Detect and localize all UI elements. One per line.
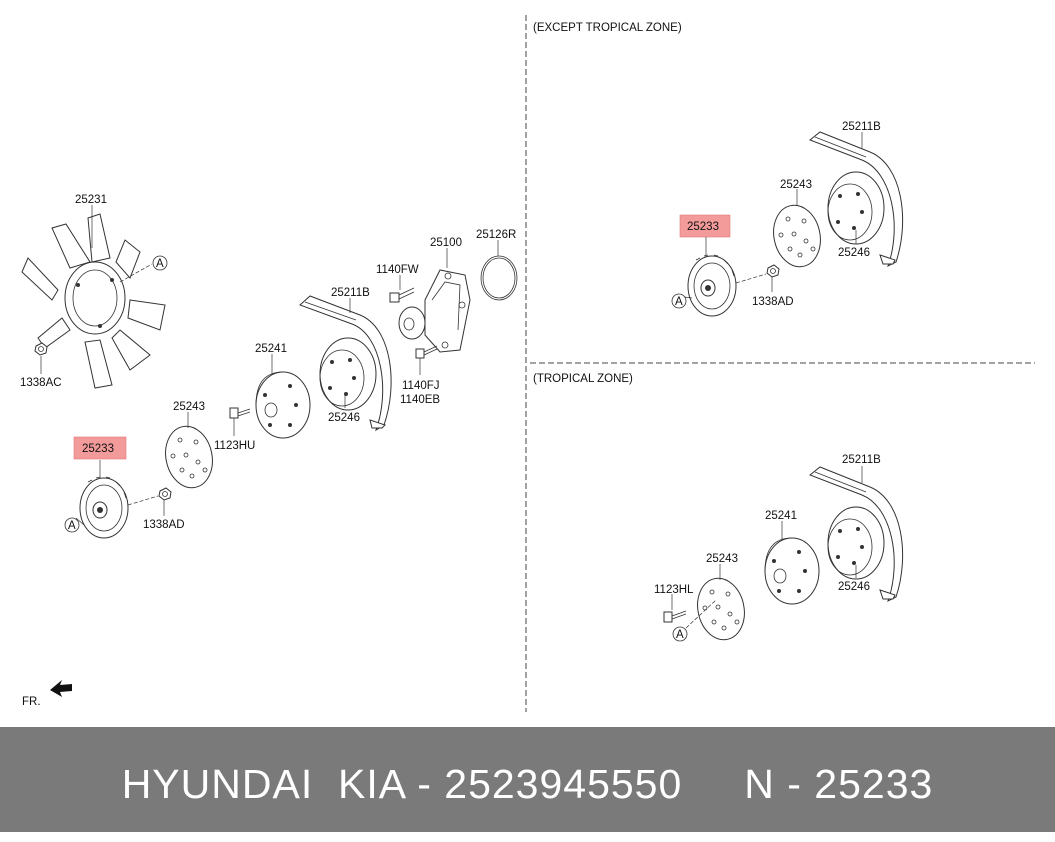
label-belt-main: 25211B	[331, 287, 370, 299]
bolt-1123hl	[663, 610, 687, 623]
ref-a-except: A	[675, 296, 683, 308]
pulley-hub-tropical	[827, 506, 885, 580]
label-pulley-hub-tropical: 25246	[838, 581, 870, 593]
pulley-hub-except	[827, 171, 885, 245]
belt-except	[809, 131, 904, 267]
footer-part-number: HYUNDAI KIA - 2523945550 N - 25233	[121, 761, 934, 807]
gasket-25126r	[480, 255, 518, 301]
label-spacer-tropical: 25243	[706, 553, 738, 565]
ref-circle-a-tropical	[672, 626, 688, 642]
label-spacer-except: 25243	[780, 179, 812, 191]
ref-circle-a-clutch	[64, 517, 80, 533]
nut-1338ad-except	[766, 264, 780, 278]
water-pump	[398, 269, 471, 353]
label-fan: 25231	[75, 194, 107, 206]
label-bolt-1140fj: 1140FJ	[402, 380, 440, 392]
pulley-main	[255, 371, 311, 439]
label-spacer-main: 25243	[173, 401, 205, 413]
spacer-main	[165, 425, 213, 489]
label-pulley-tropical: 25241	[765, 510, 797, 522]
pulley-hub-main	[319, 337, 377, 411]
label-belt-except: 25211B	[842, 121, 881, 133]
label-pulley-hub-except: 25246	[838, 247, 870, 259]
parts-diagram: (EXCEPT TROPICAL ZONE) (TROPICAL ZONE) 2…	[20, 15, 1035, 712]
label-pulley-main: 25241	[255, 343, 287, 355]
pulley-tropical	[764, 537, 820, 605]
fan-clutch-main	[79, 476, 129, 539]
zone-caption-tropical: (TROPICAL ZONE)	[533, 373, 633, 385]
ref-circle-a-except	[671, 293, 687, 309]
label-bolt-1140eb: 1140EB	[400, 394, 440, 406]
nut-1338ac	[34, 342, 48, 356]
label-nut-1338ad-main: 1338AD	[143, 519, 185, 531]
label-water-pump: 25100	[430, 237, 462, 249]
highlight-clutch-main	[73, 436, 127, 460]
label-nut-except: 1338AD	[752, 296, 794, 308]
nut-1338ad-main	[158, 487, 172, 501]
belt-main	[299, 295, 392, 432]
ref-a-tropical: A	[676, 629, 684, 641]
belt-tropical	[809, 466, 904, 602]
bolt-1140fw	[389, 287, 415, 303]
front-indicator-label: FR.	[22, 696, 41, 708]
label-nut-1338ac: 1338AC	[20, 377, 62, 389]
label-clutch-except: 25233	[687, 221, 719, 233]
spacer-tropical	[697, 577, 745, 641]
zone-caption-except-tropical: (EXCEPT TROPICAL ZONE)	[533, 22, 682, 34]
front-arrow-icon	[50, 680, 72, 697]
ref-a-clutch: A	[68, 520, 76, 532]
ref-circle-a-fan	[152, 255, 168, 271]
label-bolt-1123hl: 1123HL	[654, 584, 694, 596]
bolt-1140fj	[415, 345, 438, 359]
label-bolt-1140fw: 1140FW	[376, 264, 419, 276]
highlight-clutch-except	[679, 214, 731, 238]
label-clutch-main: 25233	[82, 443, 114, 455]
footer-banner: HYUNDAI KIA - 2523945550 N - 25233	[0, 727, 1055, 832]
label-belt-tropical: 25211B	[842, 454, 881, 466]
spacer-except	[773, 204, 821, 268]
bolt-1123hu	[229, 407, 251, 419]
ref-a-fan: A	[156, 258, 164, 270]
label-bolt-1123hu: 1123HU	[214, 440, 255, 452]
fan-clutch-except	[687, 254, 737, 317]
cooling-fan	[21, 213, 166, 389]
label-pulley-hub-main: 25246	[328, 412, 360, 424]
label-gasket: 25126R	[476, 229, 516, 241]
